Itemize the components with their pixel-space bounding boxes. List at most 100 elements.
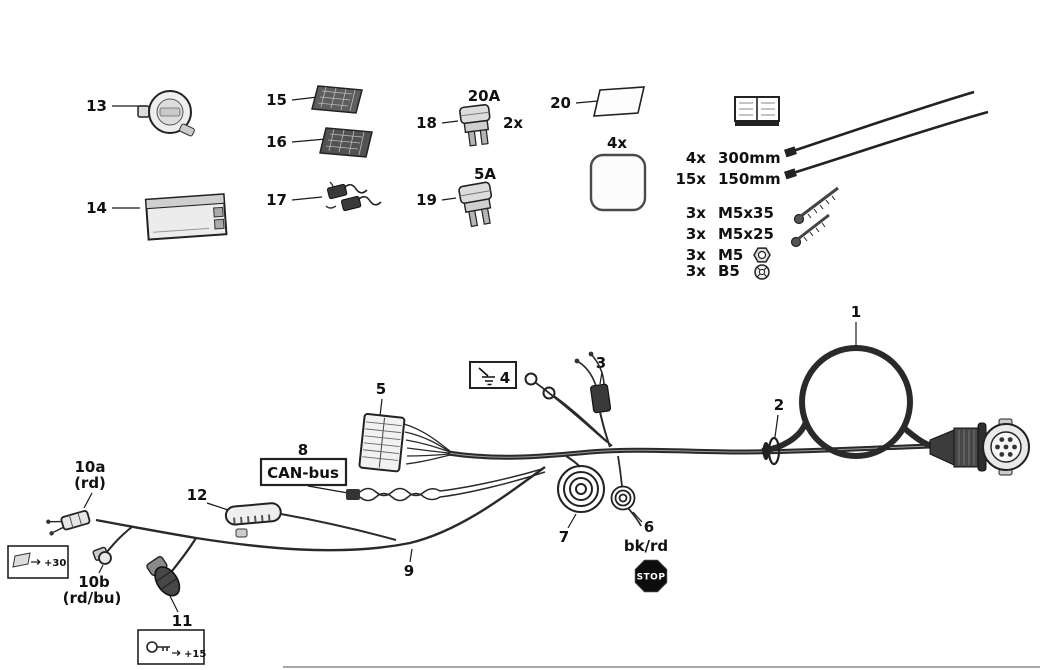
fuse-20a-drawing: [459, 103, 491, 147]
pad-drawing: [589, 153, 647, 212]
screw-m5x35-drawing: [793, 186, 839, 225]
fuse-5a-rating: 5A: [474, 165, 496, 183]
nut-m5-spec: M5: [718, 246, 743, 264]
callout-1: 1: [851, 303, 861, 321]
fuse-20a-rating: 20A: [468, 87, 501, 105]
callout-14: 14: [86, 199, 107, 217]
connector-5-wires: [403, 423, 451, 465]
tie-300-spec: 300mm: [718, 149, 781, 167]
connector-5: 5: [358, 380, 451, 473]
coil-7: 7: [557, 455, 605, 546]
module-13-drawing: [137, 90, 195, 137]
connector-11-body: [146, 556, 181, 597]
part-14-control-box: 14: [86, 193, 228, 241]
screw-m5x35-qty: 3x: [686, 204, 706, 222]
callout-13: 13: [86, 97, 107, 115]
callout-4: 4: [500, 369, 510, 387]
connector-12-wire: [280, 513, 397, 541]
ground-symbol-box: [469, 361, 517, 389]
clip-b5-spec: B5: [718, 262, 740, 280]
fuse-5a-drawing: [458, 181, 493, 228]
part-pad-4x: 4x: [589, 134, 647, 212]
connector-12: 12: [187, 486, 397, 541]
patch-15-drawing: [311, 85, 363, 114]
leader-16: [291, 138, 327, 143]
canbus-group: 8 CAN-bus: [259, 441, 546, 502]
leader-10a: [83, 492, 93, 509]
leader-18: [441, 120, 459, 124]
callout-17: 17: [266, 191, 287, 209]
leader-19: [441, 197, 457, 201]
fuse-20a-qty: 2x: [503, 114, 523, 132]
sheet-20-drawing: [592, 86, 646, 117]
leader-6: [632, 511, 643, 523]
callout-12: 12: [187, 486, 208, 504]
tie-1: [792, 90, 975, 153]
part-20-sheet: 20: [550, 86, 646, 117]
fuse-tap-icon: [12, 552, 31, 568]
callout-5: 5: [376, 380, 386, 398]
wire-6-color-label: bk/rd: [624, 537, 668, 555]
clip-b5-qty: 3x: [686, 262, 706, 280]
canbus-pair-a: [359, 468, 543, 497]
canbus-pair-b: [359, 471, 546, 502]
callout-10a: 10a: [75, 458, 106, 476]
part-13-module: 13: [86, 90, 195, 137]
leader-11: [169, 595, 179, 613]
key-icon: [146, 641, 170, 653]
terminal-30-box: +30: [7, 545, 69, 579]
part-15-patch: 15: [266, 85, 363, 114]
wire-10a-color: (rd): [74, 474, 106, 492]
connector-5-body: [358, 413, 406, 473]
canbus-connector: [346, 489, 360, 500]
part-17-fuse-holders: 17: [266, 181, 382, 212]
nut-m5-drawing: [753, 247, 771, 263]
screw-m5x25-qty: 3x: [686, 225, 706, 243]
nut-m5-qty: 3x: [686, 246, 706, 264]
callout-7: 7: [559, 528, 569, 546]
part-18-fuse-20a: 18 20A 2x: [416, 87, 523, 147]
leader-10b: [98, 564, 104, 574]
branch-9: 9: [95, 466, 546, 580]
screw-m5x25-drawing: [790, 213, 830, 248]
branch-10b-wire: [105, 526, 133, 554]
tie-head-1: [784, 146, 797, 158]
leader-17: [291, 196, 323, 201]
tie-150-spec: 150mm: [718, 170, 781, 188]
leader-8: [307, 485, 349, 494]
wire-6-group: 6 bk/rd STOP: [610, 455, 668, 593]
callout-11: 11: [172, 612, 193, 630]
branch-11-wire: [171, 537, 197, 572]
pad-qty: 4x: [607, 134, 627, 152]
leader-9: [409, 548, 413, 563]
wire-10b-color: (rd/bu): [63, 589, 122, 607]
socket-connector: [929, 418, 1030, 476]
arrow-icon-15: [172, 650, 181, 656]
ring-terminals: [524, 372, 613, 447]
fuse-holder-drawing: [325, 181, 382, 212]
cable-ties: 4x 300mm 15x 150mm: [675, 90, 989, 188]
callout-10b: 10b: [78, 573, 110, 591]
leader-5: [379, 398, 383, 417]
callout-15: 15: [266, 91, 287, 109]
connector-10a: 10a (rd): [46, 458, 106, 536]
harness-loop: 1: [761, 303, 933, 459]
callout-3: 3: [596, 354, 606, 372]
ground-group: 4: [469, 361, 613, 447]
tie-300-qty: 4x: [686, 149, 706, 167]
canbus-label: CAN-bus: [267, 464, 339, 482]
clip-b5-drawing: [754, 264, 770, 280]
screw-list: 3x M5x35 3x M5x25 3x M5 3x B5: [686, 186, 839, 280]
instruction-booklet-icon: [734, 96, 780, 126]
stop-sign: STOP: [634, 559, 668, 593]
leader-7: [567, 513, 577, 529]
connector-12-clip: [235, 528, 248, 538]
part-19-fuse-5a: 19 5A: [416, 165, 496, 228]
box-14-drawing: [144, 193, 228, 241]
callout-19: 19: [416, 191, 437, 209]
callout-9: 9: [404, 562, 414, 580]
tie-150-qty: 15x: [675, 170, 706, 188]
patch-16-drawing: [319, 127, 373, 158]
